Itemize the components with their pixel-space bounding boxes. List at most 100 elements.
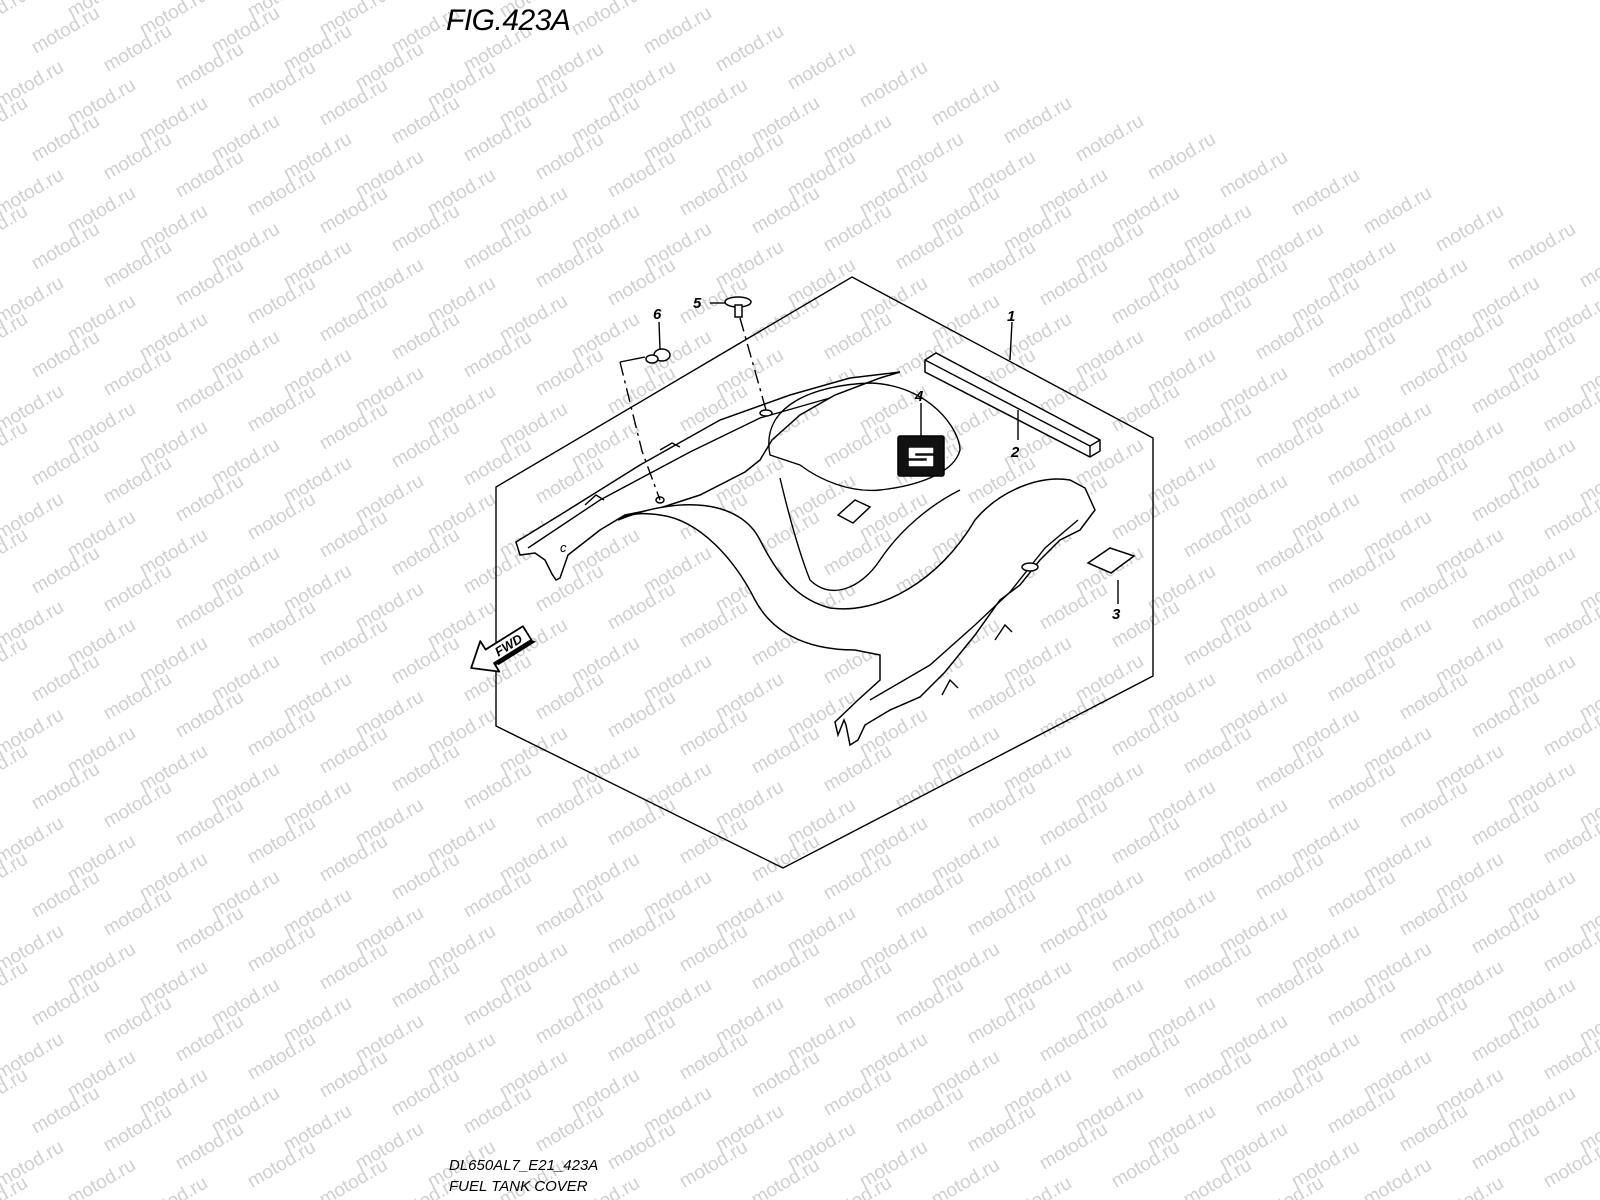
assembly-outline xyxy=(495,276,1154,869)
svg-text:motod.ru: motod.ru xyxy=(676,705,751,761)
svg-text:motod.ru: motod.ru xyxy=(172,795,247,851)
svg-text:motod.ru: motod.ru xyxy=(1288,165,1363,221)
svg-text:motod.ru: motod.ru xyxy=(1180,723,1255,779)
svg-text:motod.ru: motod.ru xyxy=(172,363,247,419)
svg-text:motod.ru: motod.ru xyxy=(1036,1119,1111,1175)
cushion-strip xyxy=(924,352,1101,458)
svg-text:motod.ru: motod.ru xyxy=(1180,831,1255,887)
svg-text:motod.ru: motod.ru xyxy=(964,777,1039,833)
svg-text:motod.ru: motod.ru xyxy=(28,111,103,167)
fastener-clip xyxy=(645,348,671,364)
svg-text:motod.ru: motod.ru xyxy=(1036,579,1111,635)
svg-text:motod.ru: motod.ru xyxy=(1396,345,1471,401)
svg-text:motod.ru: motod.ru xyxy=(1540,381,1600,437)
svg-text:motod.ru: motod.ru xyxy=(388,741,463,797)
svg-text:motod.ru: motod.ru xyxy=(1540,597,1600,653)
svg-text:motod.ru: motod.ru xyxy=(460,327,535,383)
svg-text:motod.ru: motod.ru xyxy=(244,705,319,761)
svg-text:motod.ru: motod.ru xyxy=(1036,903,1111,959)
svg-text:motod.ru: motod.ru xyxy=(1108,921,1183,977)
svg-text:motod.ru: motod.ru xyxy=(244,597,319,653)
svg-text:motod.ru: motod.ru xyxy=(1396,1101,1471,1157)
svg-text:motod.ru: motod.ru xyxy=(1432,201,1507,257)
svg-text:motod.ru: motod.ru xyxy=(1396,993,1471,1049)
svg-text:motod.ru: motod.ru xyxy=(820,417,895,473)
svg-text:motod.ru: motod.ru xyxy=(316,1155,391,1200)
svg-text:motod.ru: motod.ru xyxy=(460,1083,535,1139)
svg-text:motod.ru: motod.ru xyxy=(316,183,391,239)
svg-text:motod.ru: motod.ru xyxy=(820,525,895,581)
forward-arrow-icon: FWD xyxy=(470,625,537,673)
svg-text:motod.ru: motod.ru xyxy=(1324,1083,1399,1139)
svg-text:motod.ru: motod.ru xyxy=(244,1137,319,1193)
svg-text:motod.ru: motod.ru xyxy=(100,993,175,1049)
svg-text:motod.ru: motod.ru xyxy=(316,399,391,455)
svg-text:motod.ru: motod.ru xyxy=(1180,1047,1255,1103)
svg-text:motod.ru: motod.ru xyxy=(316,723,391,779)
svg-text:motod.ru: motod.ru xyxy=(604,255,679,311)
svg-text:motod.ru: motod.ru xyxy=(244,921,319,977)
svg-text:motod.ru: motod.ru xyxy=(1324,435,1399,491)
svg-text:motod.ru: motod.ru xyxy=(244,381,319,437)
svg-text:motod.ru: motod.ru xyxy=(100,669,175,725)
svg-text:motod.ru: motod.ru xyxy=(244,165,319,221)
svg-text:motod.ru: motod.ru xyxy=(820,849,895,905)
callout-6: 6 xyxy=(653,306,662,323)
svg-text:motod.ru: motod.ru xyxy=(1576,237,1600,293)
svg-text:motod.ru: motod.ru xyxy=(244,813,319,869)
svg-text:motod.ru: motod.ru xyxy=(172,147,247,203)
svg-text:motod.ru: motod.ru xyxy=(1072,111,1147,167)
svg-text:motod.ru: motod.ru xyxy=(28,651,103,707)
svg-text:motod.ru: motod.ru xyxy=(1252,633,1327,689)
svg-text:motod.ru: motod.ru xyxy=(28,975,103,1031)
svg-text:motod.ru: motod.ru xyxy=(28,3,103,59)
svg-text:motod.ru: motod.ru xyxy=(0,0,31,40)
svg-text:motod.ru: motod.ru xyxy=(0,633,31,689)
svg-text:motod.ru: motod.ru xyxy=(748,939,823,995)
svg-text:motod.ru: motod.ru xyxy=(1036,687,1111,743)
svg-text:motod.ru: motod.ru xyxy=(1540,705,1600,761)
svg-text:motod.ru: motod.ru xyxy=(172,39,247,95)
svg-text:motod.ru: motod.ru xyxy=(1468,795,1543,851)
svg-text:motod.ru: motod.ru xyxy=(172,1011,247,1067)
svg-text:motod.ru: motod.ru xyxy=(892,1083,967,1139)
svg-text:motod.ru: motod.ru xyxy=(1000,93,1075,149)
svg-text:motod.ru: motod.ru xyxy=(100,453,175,509)
svg-text:motod.ru: motod.ru xyxy=(1360,1155,1435,1200)
svg-text:motod.ru: motod.ru xyxy=(1180,615,1255,671)
svg-text:motod.ru: motod.ru xyxy=(820,1065,895,1121)
svg-text:motod.ru: motod.ru xyxy=(1108,813,1183,869)
model-code: DL650AL7_E21_423A xyxy=(449,1157,599,1174)
svg-text:motod.ru: motod.ru xyxy=(892,219,967,275)
svg-text:motod.ru: motod.ru xyxy=(1180,399,1255,455)
svg-text:motod.ru: motod.ru xyxy=(28,219,103,275)
pad-part xyxy=(1086,547,1136,574)
svg-text:motod.ru: motod.ru xyxy=(460,975,535,1031)
svg-text:motod.ru: motod.ru xyxy=(820,309,895,365)
svg-text:motod.ru: motod.ru xyxy=(1252,849,1327,905)
svg-text:motod.ru: motod.ru xyxy=(460,111,535,167)
svg-text:motod.ru: motod.ru xyxy=(532,345,607,401)
svg-text:motod.ru: motod.ru xyxy=(1252,957,1327,1013)
svg-text:motod.ru: motod.ru xyxy=(0,1065,31,1121)
svg-text:motod.ru: motod.ru xyxy=(1396,669,1471,725)
svg-text:motod.ru: motod.ru xyxy=(0,93,31,149)
svg-text:motod.ru: motod.ru xyxy=(316,831,391,887)
svg-text:motod.ru: motod.ru xyxy=(244,273,319,329)
svg-text:motod.ru: motod.ru xyxy=(1468,363,1543,419)
svg-text:motod.ru: motod.ru xyxy=(676,921,751,977)
svg-text:motod.ru: motod.ru xyxy=(1468,903,1543,959)
svg-text:motod.ru: motod.ru xyxy=(820,741,895,797)
svg-text:motod.ru: motod.ru xyxy=(28,1083,103,1139)
svg-text:motod.ru: motod.ru xyxy=(1108,273,1183,329)
svg-text:motod.ru: motod.ru xyxy=(388,525,463,581)
callout-4: 4 xyxy=(914,388,924,405)
svg-text:motod.ru: motod.ru xyxy=(1324,975,1399,1031)
svg-text:motod.ru: motod.ru xyxy=(316,507,391,563)
assembly-lines xyxy=(619,317,767,501)
svg-text:motod.ru: motod.ru xyxy=(388,417,463,473)
svg-text:motod.ru: motod.ru xyxy=(28,543,103,599)
svg-text:motod.ru: motod.ru xyxy=(172,579,247,635)
svg-text:motod.ru: motod.ru xyxy=(604,147,679,203)
